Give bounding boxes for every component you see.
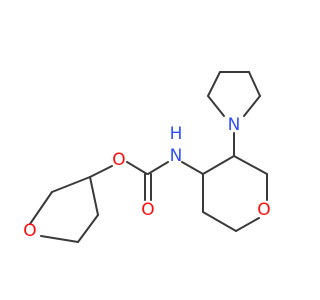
bond-thf-2	[51, 176, 91, 193]
bond-oxane-1	[202, 155, 235, 175]
bond-thf-4	[77, 214, 99, 243]
molecule-canvas: O O O H N N O	[23, 71, 271, 243]
bond-oxane-4	[235, 217, 260, 232]
ring-oxygen-left-label: O	[23, 221, 36, 241]
bond-o-carbonyl	[126, 161, 148, 175]
atom-labels: O O O H N N O	[23, 115, 270, 241]
bond-thf-1	[29, 191, 53, 225]
bond-pyr-2	[207, 71, 221, 97]
bond-thf-3	[89, 176, 99, 216]
amide-hydrogen-label: H	[170, 124, 183, 144]
bond-pyr-1	[207, 95, 225, 117]
bond-pyr-5	[243, 95, 261, 117]
amide-nitrogen-label: N	[170, 146, 183, 166]
bond-c3-o	[89, 165, 113, 178]
bond-oxane-2	[233, 155, 268, 175]
ester-oxygen-label: O	[112, 150, 125, 170]
bond-pyr-4	[248, 71, 261, 97]
structure-diagram: O O O H N N O	[23, 71, 271, 243]
pyrrolidine-nitrogen-label: N	[228, 115, 241, 135]
bond-thf-5	[40, 235, 79, 243]
bonds	[29, 71, 268, 243]
bond-n-c4	[181, 161, 204, 175]
ring-oxygen-right-label: O	[257, 200, 270, 220]
bond-oxane-5	[202, 211, 237, 232]
bond-carbonyl-n	[147, 161, 169, 175]
carbonyl-oxygen-label: O	[141, 200, 154, 220]
